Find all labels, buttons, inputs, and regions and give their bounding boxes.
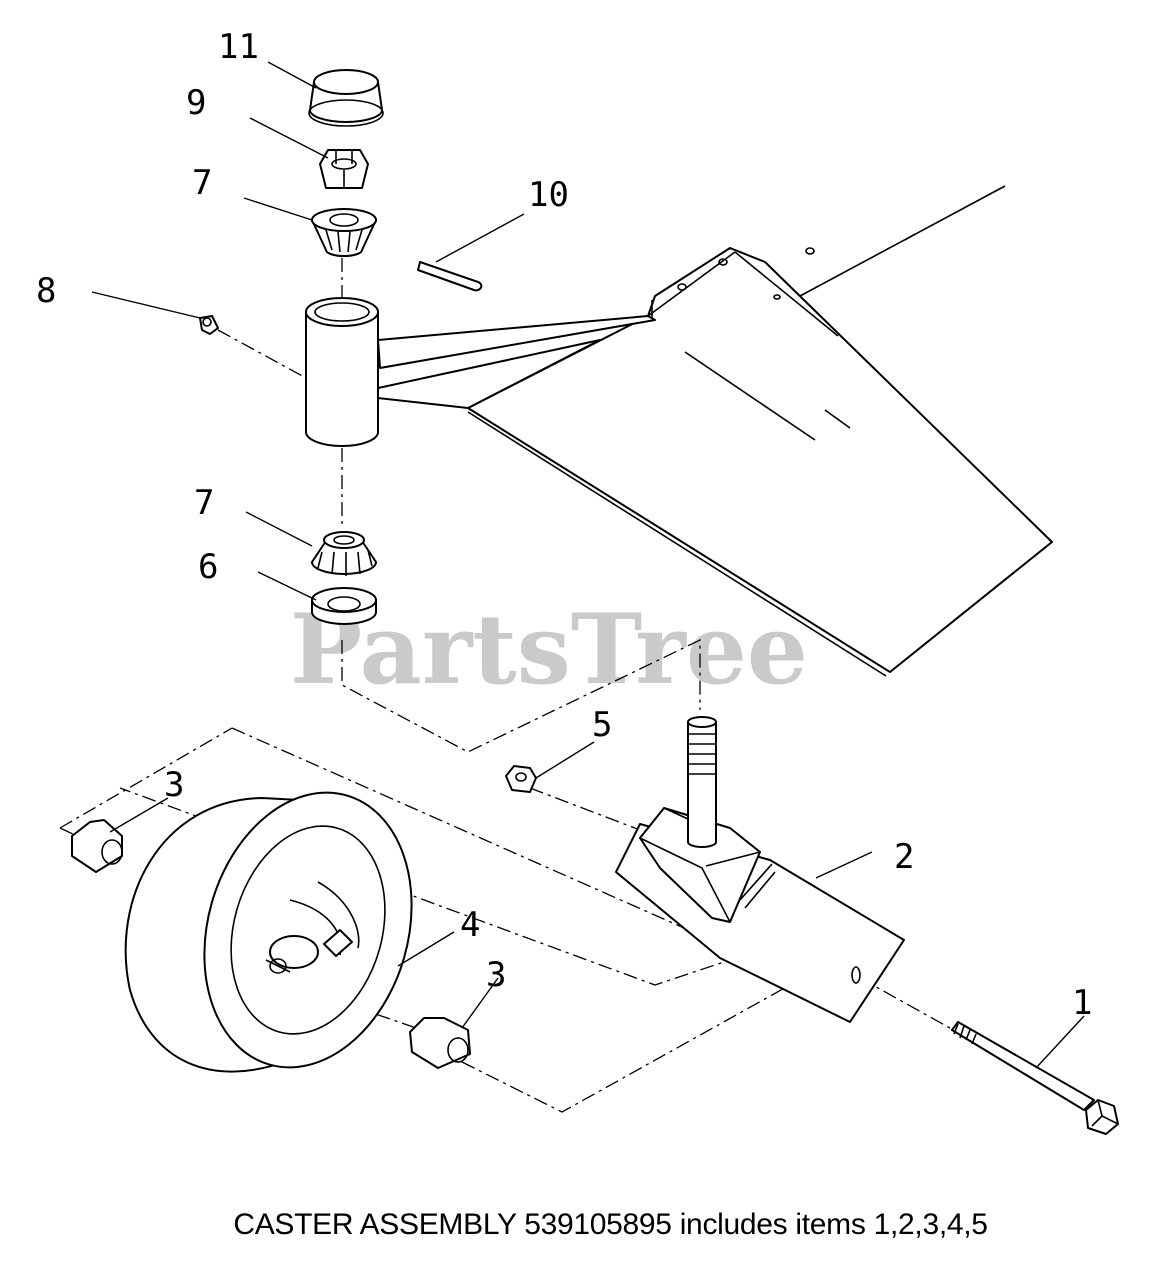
- callout-3-right: 3: [486, 955, 506, 995]
- callout-9: 9: [186, 83, 206, 123]
- castle-nut-part-9: [319, 149, 369, 189]
- pivot-tube: [305, 297, 379, 447]
- bearing-upper-part-7: [311, 208, 377, 257]
- callout-11: 11: [218, 27, 259, 67]
- assembly-caption: CASTER ASSEMBLY 539105895 includes items…: [233, 1208, 988, 1241]
- callout-6: 6: [198, 547, 218, 587]
- callout-8: 8: [36, 271, 56, 311]
- caster-fork-part-2: [615, 716, 905, 1023]
- cotter-pin-part-10: [417, 261, 483, 292]
- callout-7-top: 7: [192, 163, 212, 203]
- callout-1: 1: [1072, 983, 1092, 1023]
- leader-lines: [91, 61, 1085, 1069]
- spacer-right-part-3: [409, 1017, 471, 1069]
- bolt-part-1: [951, 1021, 1119, 1135]
- callout-3-left: 3: [164, 765, 184, 805]
- locknut-part-5: [505, 765, 537, 793]
- callout-2: 2: [894, 837, 914, 877]
- mower-deck-frame: [467, 185, 1053, 677]
- callout-labels: 11 9 7 10 8 7 6 5 3 2 4 3 1: [36, 27, 1092, 1023]
- callout-10: 10: [528, 175, 569, 215]
- grease-fitting-part-8: [199, 315, 219, 335]
- wheel-part-4: [124, 791, 413, 1073]
- caster-arm: [377, 315, 656, 409]
- callout-5: 5: [592, 705, 612, 745]
- dust-cap-part-11: [308, 69, 384, 127]
- callout-7-bottom: 7: [194, 483, 214, 523]
- seal-part-6: [311, 587, 377, 625]
- bearing-lower-part-7: [311, 531, 377, 576]
- spacer-left-part-3: [71, 819, 123, 873]
- assembly-centerlines: [59, 258, 951, 1113]
- callout-4: 4: [460, 905, 480, 945]
